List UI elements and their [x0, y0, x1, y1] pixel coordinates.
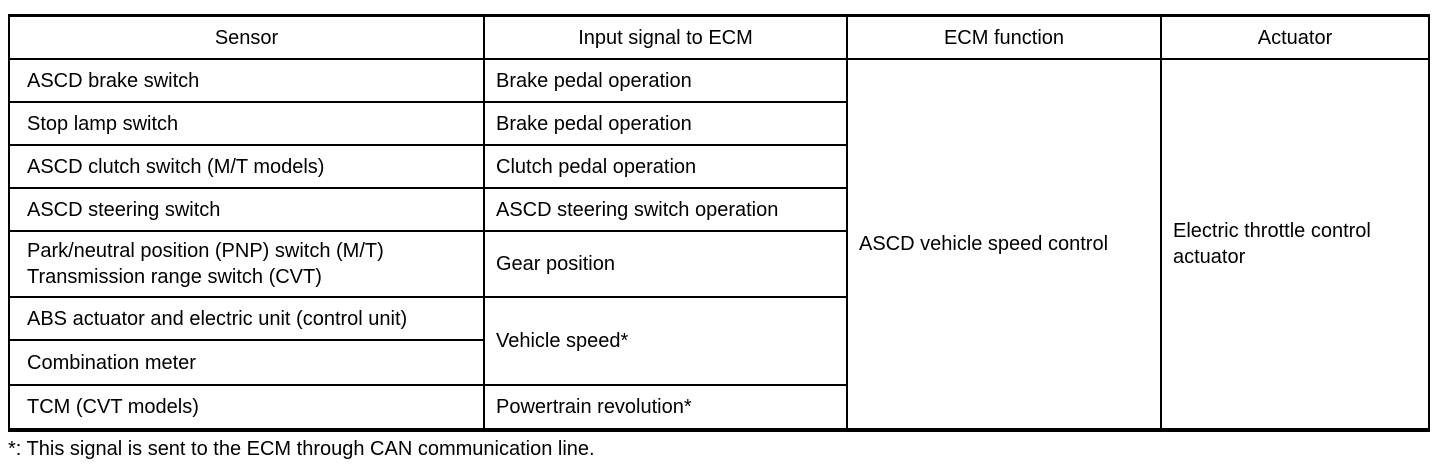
table-row: Stop lamp switch Brake pedal operation	[8, 101, 1429, 146]
column-header-input-signal: Input signal to ECM	[483, 14, 848, 60]
sensor-cell: Combination meter	[8, 339, 485, 386]
table-row: Park/neutral position (PNP) switch (M/T)…	[8, 230, 1429, 298]
table-row: ASCD clutch switch (M/T models) Clutch p…	[8, 144, 1429, 189]
column-header-sensor: Sensor	[8, 14, 485, 60]
sensor-cell: Park/neutral position (PNP) switch (M/T)…	[8, 230, 485, 298]
sensor-cell: ASCD clutch switch (M/T models)	[8, 144, 485, 189]
ascd-input-signal-table: Sensor Input signal to ECM ECM function …	[8, 14, 1430, 432]
input-signal-cell: Brake pedal operation	[483, 58, 848, 103]
sensor-cell: ABS actuator and electric unit (control …	[8, 296, 485, 341]
table-row: ASCD steering switch ASCD steering switc…	[8, 187, 1429, 232]
table-header-row: Sensor Input signal to ECM ECM function …	[8, 14, 1430, 60]
input-signal-cell: ASCD steering switch operation	[483, 187, 848, 232]
column-header-actuator: Actuator	[1160, 14, 1430, 60]
table-row: ASCD brake switch Brake pedal operation …	[8, 58, 1430, 431]
sensor-cell: Stop lamp switch	[8, 101, 485, 146]
input-signal-cell: Powertrain revolution*	[483, 384, 848, 431]
footnote: *: This signal is sent to the ECM throug…	[8, 438, 595, 460]
input-signal-cell: Gear position	[483, 230, 848, 298]
input-signal-cell: Brake pedal operation	[483, 101, 848, 146]
ecm-function-cell: ASCD vehicle speed control	[846, 58, 1162, 431]
table-row: TCM (CVT models) Powertrain revolution*	[8, 384, 1429, 431]
column-header-ecm-function: ECM function	[846, 14, 1162, 60]
input-signal-cell: Clutch pedal operation	[483, 144, 848, 189]
sensor-cell: TCM (CVT models)	[8, 384, 485, 431]
table-row: ABS actuator and electric unit (control …	[8, 296, 1429, 386]
actuator-cell: Electric throttle control actuator	[1160, 58, 1430, 431]
input-signal-cell: Vehicle speed*	[483, 296, 848, 386]
table-row: Combination meter	[8, 339, 1429, 386]
sensor-cell: ASCD brake switch	[8, 58, 485, 103]
sensor-cell: ASCD steering switch	[8, 187, 485, 232]
